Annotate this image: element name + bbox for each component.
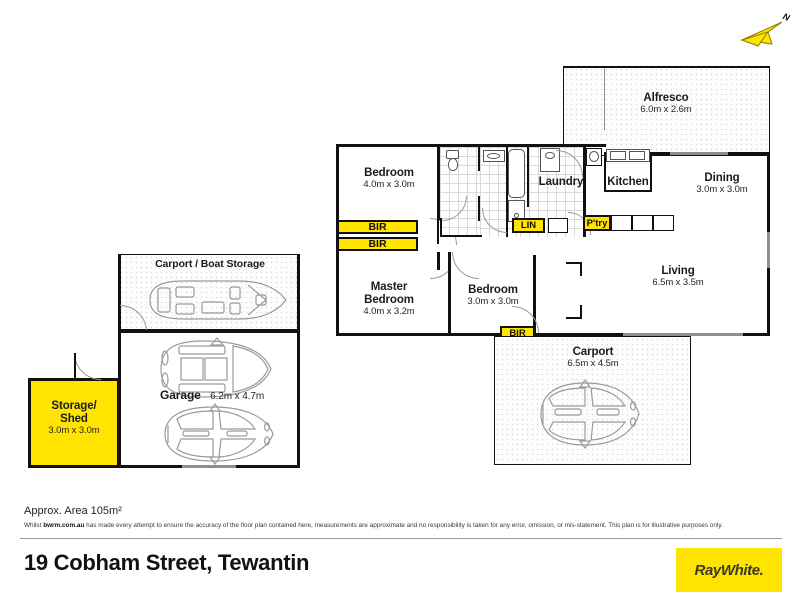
footer-divider [20, 538, 782, 539]
wall-north-right [728, 152, 770, 155]
window-east [767, 232, 770, 270]
room-bedroom-2 [339, 147, 437, 218]
cupboard-cell-1 [611, 215, 632, 231]
wall-kitchen-west [583, 147, 586, 237]
wall-garage-south-right [236, 465, 300, 468]
compass-north-indicator: N [738, 10, 794, 56]
sink-bowl-right-icon [629, 151, 645, 160]
wall-living-stub-top-h [566, 262, 582, 265]
raywhite-logo-text: RayWhite. [694, 561, 764, 579]
cupboard-cell-3 [653, 215, 674, 231]
garage-door-opening [182, 465, 236, 468]
room-storage-shed [28, 378, 120, 468]
compass-arrow-icon [740, 21, 783, 47]
wall-garage-north [118, 330, 300, 333]
feature-bir-1: BIR [337, 220, 418, 234]
wall-bed3-east [533, 255, 536, 333]
disclaimer-text: Whilst bwrm.com.au has made every attemp… [24, 522, 780, 530]
bath-icon [508, 149, 525, 198]
wall-bed3-west [448, 252, 451, 334]
disclaimer-suffix: has made every attempt to ensure the acc… [84, 522, 723, 529]
shower-waste-icon [514, 213, 519, 218]
raywhite-logo: RayWhite. [676, 548, 782, 592]
wall-south-right [743, 333, 770, 336]
boat-icon [149, 280, 287, 320]
wall-kitchen-island-w [604, 152, 607, 192]
wall-living-stub-top-v [580, 262, 583, 276]
alfresco-wall-top [563, 66, 770, 68]
room-master-bedroom [339, 252, 437, 333]
window-north-dining [670, 152, 730, 155]
door-leaf-bedroom-2 [437, 219, 439, 244]
wall-east-upper [767, 152, 770, 232]
basin-bowl-icon [487, 153, 500, 159]
wall-hall-corner [440, 218, 443, 237]
sink-bowl-left-icon [610, 151, 626, 160]
wall-boat-east [297, 254, 300, 330]
wall-kitchen-island-s [604, 190, 652, 193]
wall-wc-bath [478, 147, 481, 171]
door-leaf-storage-shed [74, 353, 76, 379]
wall-south-master [336, 333, 448, 336]
garage-van-icon [160, 337, 272, 398]
wall-shower-east [527, 147, 530, 207]
area-note: Approx. Area 105m² [24, 505, 122, 517]
room-garage [118, 330, 300, 468]
door-arc-storage-shed [74, 353, 101, 380]
wall-boat-west [118, 254, 121, 330]
wall-east-lower [767, 268, 770, 336]
wall-south-bed3 [448, 333, 502, 336]
footer: Approx. Area 105m² Whilst bwrm.com.au ha… [0, 498, 800, 600]
zone-hall-tiled [440, 218, 480, 237]
wall-garage-east [297, 330, 300, 468]
wall-bath-east [506, 147, 509, 237]
disclaimer-prefix: Whilst [24, 522, 44, 529]
wall-bath-west-lower [478, 196, 481, 221]
toilet-pan-icon [448, 158, 458, 171]
wall-south-mid [533, 333, 623, 336]
wall-garage-south-left [118, 465, 182, 468]
feature-ptry: P'try [583, 215, 611, 231]
wall-living-stub-bot-h [566, 317, 582, 320]
wall-bed2-east [437, 144, 440, 221]
alfresco-post [604, 68, 606, 130]
wall-kitchen-island-e [650, 152, 653, 192]
wall-hall-south [440, 235, 482, 238]
cupboard-cell-2 [632, 215, 653, 231]
window-south-living [623, 333, 743, 336]
wall-north-left [336, 144, 606, 147]
laundry-tub-bowl-icon [545, 152, 555, 159]
feature-bir-2: BIR [337, 237, 418, 251]
room-boat-storage [118, 254, 300, 330]
cooktop-burner-icon [589, 151, 599, 162]
room-alfresco [563, 66, 770, 156]
carport-car-icon [540, 378, 640, 450]
wall-living-stub-bot-v [580, 305, 583, 319]
disclaimer-site: bwrm.com.au [43, 522, 85, 529]
feature-lin: LIN [512, 218, 545, 233]
garage-car-icon [164, 403, 274, 465]
cupboard-cell-laundry [548, 218, 568, 233]
property-address: 19 Cobham Street, Tewantin [24, 550, 310, 575]
